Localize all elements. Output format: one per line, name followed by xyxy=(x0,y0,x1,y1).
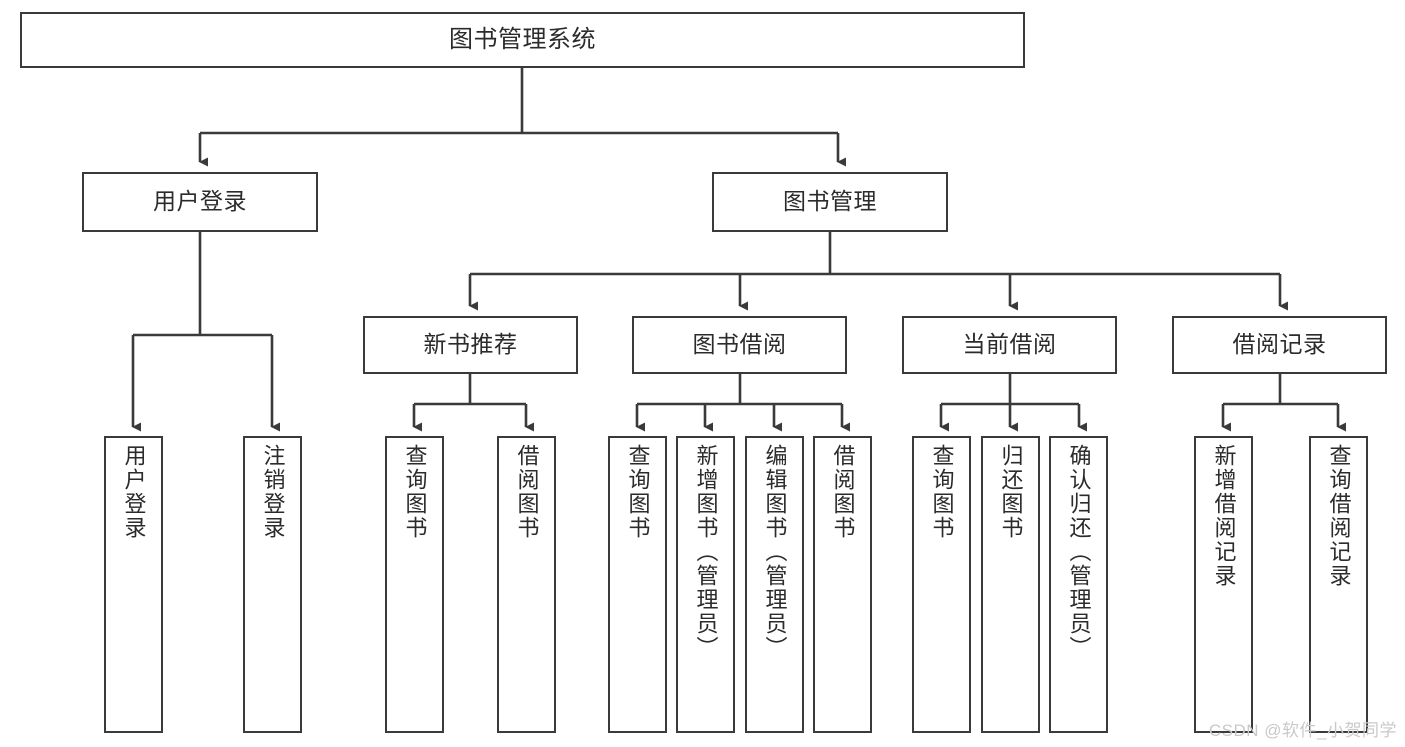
node-label: 用户登录 xyxy=(121,444,147,540)
leaf-borrow-borrow-books[interactable]: 借阅图书 xyxy=(813,436,872,733)
leaf-current-return-books[interactable]: 归还图书 xyxy=(981,436,1040,733)
node-label: 借阅图书 xyxy=(514,444,540,540)
node-label: 借阅记录 xyxy=(1232,331,1327,358)
leaf-borrow-query-books[interactable]: 查询图书 xyxy=(608,436,667,733)
leaf-records-query-record[interactable]: 查询借阅记录 xyxy=(1309,436,1368,733)
node-label: 借阅图书 xyxy=(830,444,856,540)
node-label: 查询图书 xyxy=(625,444,651,540)
node-label: 新增图书（管理员） xyxy=(693,444,719,660)
node-label: 查询借阅记录 xyxy=(1326,444,1352,588)
node-label: 编辑图书（管理员） xyxy=(762,444,788,660)
leaf-borrow-add-book-admin[interactable]: 新增图书（管理员） xyxy=(676,436,735,733)
csdn-watermark: CSDN @软件_小贺同学 xyxy=(1208,721,1397,740)
node-book-borrowing[interactable]: 图书借阅 xyxy=(632,316,847,374)
node-label: 归还图书 xyxy=(998,444,1024,540)
node-book-management[interactable]: 图书管理 xyxy=(712,172,948,232)
node-current-borrowing[interactable]: 当前借阅 xyxy=(902,316,1117,374)
node-label: 查询图书 xyxy=(402,444,428,540)
leaf-borrow-edit-book-admin[interactable]: 编辑图书（管理员） xyxy=(745,436,804,733)
node-root-book-management-system[interactable]: 图书管理系统 xyxy=(20,12,1025,68)
leaf-user-login[interactable]: 用户登录 xyxy=(104,436,163,733)
node-label: 查询图书 xyxy=(929,444,955,540)
leaf-current-confirm-return-admin[interactable]: 确认归还（管理员） xyxy=(1049,436,1108,733)
node-new-book-recommendation[interactable]: 新书推荐 xyxy=(363,316,578,374)
node-label: 新书推荐 xyxy=(423,331,518,358)
node-label: 用户登录 xyxy=(153,188,247,215)
node-label: 注销登录 xyxy=(260,444,286,540)
node-label: 图书管理 xyxy=(783,188,877,215)
node-label: 确认归还（管理员） xyxy=(1066,444,1092,660)
node-label: 图书管理系统 xyxy=(449,25,596,53)
leaf-current-query-books[interactable]: 查询图书 xyxy=(912,436,971,733)
leaf-new-book-borrow-books[interactable]: 借阅图书 xyxy=(497,436,556,733)
node-label: 新增借阅记录 xyxy=(1211,444,1237,588)
leaf-user-logout[interactable]: 注销登录 xyxy=(243,436,302,733)
node-borrowing-records[interactable]: 借阅记录 xyxy=(1172,316,1387,374)
node-label: 图书借阅 xyxy=(692,331,787,358)
node-user-login[interactable]: 用户登录 xyxy=(82,172,318,232)
leaf-records-add-record[interactable]: 新增借阅记录 xyxy=(1194,436,1253,733)
node-label: 当前借阅 xyxy=(962,331,1057,358)
leaf-new-book-query-books[interactable]: 查询图书 xyxy=(385,436,444,733)
